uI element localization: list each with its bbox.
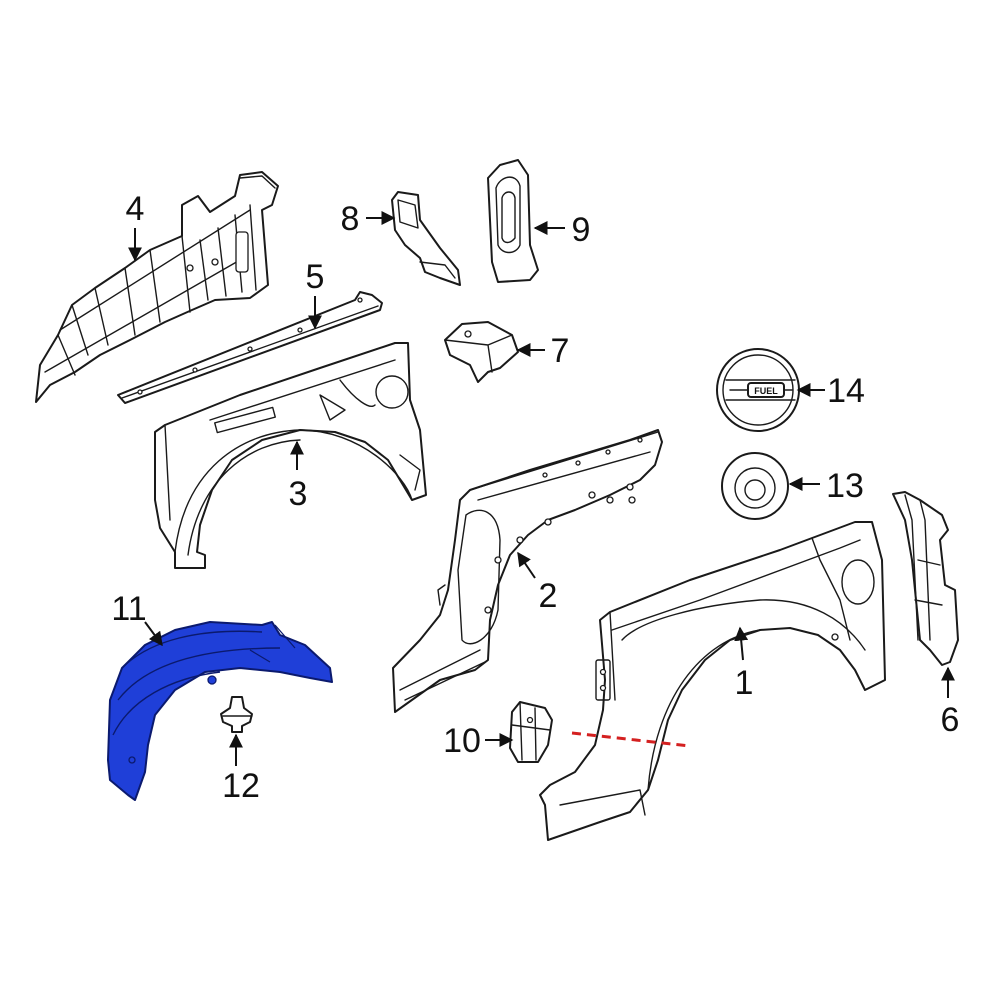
- part-7-bracket[interactable]: [444, 321, 519, 383]
- callout-13: 13: [826, 467, 864, 505]
- part-9-pillar[interactable]: [487, 159, 539, 283]
- part-12-clip[interactable]: [220, 696, 253, 733]
- part-8-bracket[interactable]: [391, 191, 461, 286]
- leader-lines: [128, 211, 955, 766]
- callout-6: 6: [941, 701, 960, 739]
- part-1-outer-quarter[interactable]: [539, 521, 886, 841]
- part-6-pocket[interactable]: [892, 491, 959, 666]
- part-4-inner-panel[interactable]: [35, 171, 279, 403]
- part-3-inner-wheelhouse[interactable]: [154, 342, 427, 569]
- callout-1: 1: [735, 664, 754, 702]
- callout-10: 10: [443, 722, 481, 760]
- callout-2: 2: [539, 577, 558, 615]
- callout-4: 4: [126, 190, 145, 228]
- callout-14: 14: [827, 372, 865, 410]
- callout-numbers: 1 2 3 4 5 6 7 8 9 10 11 12 13 14: [111, 190, 959, 805]
- part-14-fuel-door[interactable]: FUEL: [716, 348, 800, 432]
- callout-12: 12: [222, 767, 260, 805]
- callout-8: 8: [341, 200, 360, 238]
- callout-5: 5: [306, 258, 325, 296]
- callout-11: 11: [111, 590, 146, 628]
- callout-3: 3: [289, 475, 308, 513]
- part-2-inner-quarter[interactable]: [392, 429, 663, 713]
- part-11-wheelhouse-liner[interactable]: [107, 621, 333, 801]
- part-10-bracket[interactable]: [509, 701, 553, 763]
- fuel-door-text: FUEL: [754, 386, 778, 396]
- callout-9: 9: [572, 211, 591, 249]
- callout-7: 7: [551, 332, 570, 370]
- cut-line: [571, 731, 691, 748]
- part-13-fuel-housing[interactable]: [721, 452, 789, 520]
